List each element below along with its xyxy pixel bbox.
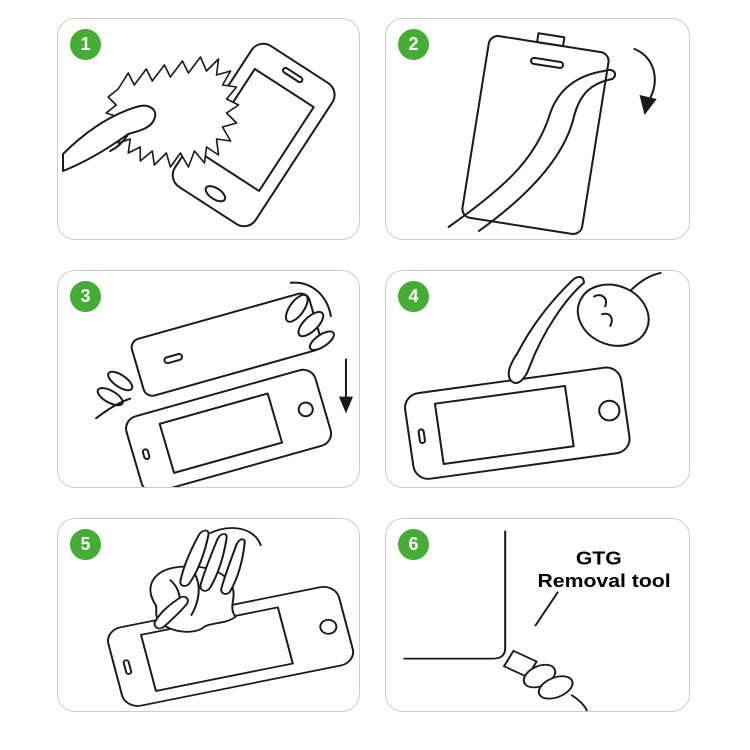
step-number: 2 xyxy=(408,34,419,54)
step-number: 1 xyxy=(80,34,91,54)
step-number: 4 xyxy=(408,286,419,306)
align-glass-over-phone-icon xyxy=(95,281,353,487)
step-badge: 3 xyxy=(70,281,101,312)
step-number: 6 xyxy=(408,534,419,554)
right-hand-icon xyxy=(284,281,335,351)
fist-icon xyxy=(576,283,650,347)
peel-protective-film-icon xyxy=(447,32,657,235)
smooth-with-cloth-icon xyxy=(107,527,355,707)
step-badge: 6 xyxy=(398,529,429,560)
phone-icon xyxy=(125,368,333,487)
glass-protector-icon xyxy=(461,32,610,235)
step-badge: 1 xyxy=(70,29,101,60)
down-arrow-icon xyxy=(338,358,353,414)
tool-label-line2: Removal tool xyxy=(538,571,671,591)
step-panel-6: 6 GTG Removal tool xyxy=(385,518,690,712)
left-hand-icon xyxy=(95,370,134,420)
hand-icon xyxy=(153,527,262,630)
step-panel-2: 2 xyxy=(385,18,690,240)
step-panel-5: 5 xyxy=(57,518,360,712)
step-panel-3: 3 xyxy=(57,270,360,488)
step-panel-1: 1 xyxy=(57,18,360,240)
hand-icon xyxy=(62,104,157,172)
instruction-grid: 1 2 xyxy=(57,18,690,712)
leader-line xyxy=(534,591,559,627)
step-badge: 4 xyxy=(398,281,429,312)
step-badge: 2 xyxy=(398,29,429,60)
tool-label-line1: GTG xyxy=(576,549,622,569)
press-screen-center-icon xyxy=(404,271,662,480)
step-panel-4: 4 xyxy=(385,270,690,488)
screen-corner-icon xyxy=(403,530,507,660)
film-layer-icon xyxy=(447,69,617,232)
peel-arrow-icon xyxy=(633,48,657,115)
pressing-hand-icon xyxy=(507,271,662,384)
step-number: 5 xyxy=(80,534,91,554)
step-number: 3 xyxy=(80,286,91,306)
gtg-removal-tool-icon: GTG Removal tool xyxy=(403,530,671,711)
step-badge: 5 xyxy=(70,529,101,560)
clean-phone-with-cloth-icon xyxy=(62,42,336,228)
index-finger-icon xyxy=(507,276,585,384)
removal-tool-icon xyxy=(502,649,588,711)
